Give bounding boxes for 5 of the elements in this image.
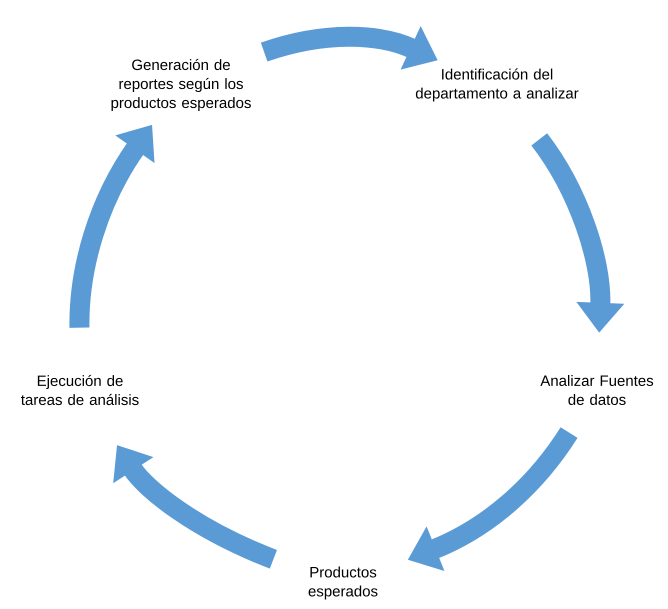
step-label: Analizar Fuentes de datos: [540, 374, 654, 405]
step-label: Productos esperados: [308, 566, 378, 600]
step-label: Generación de reportes según los productos esperados: [112, 58, 251, 112]
step-label: Ejecución de tareas de análisis: [21, 374, 139, 406]
step-label: Identificación del departamento a analizar: [416, 68, 578, 102]
